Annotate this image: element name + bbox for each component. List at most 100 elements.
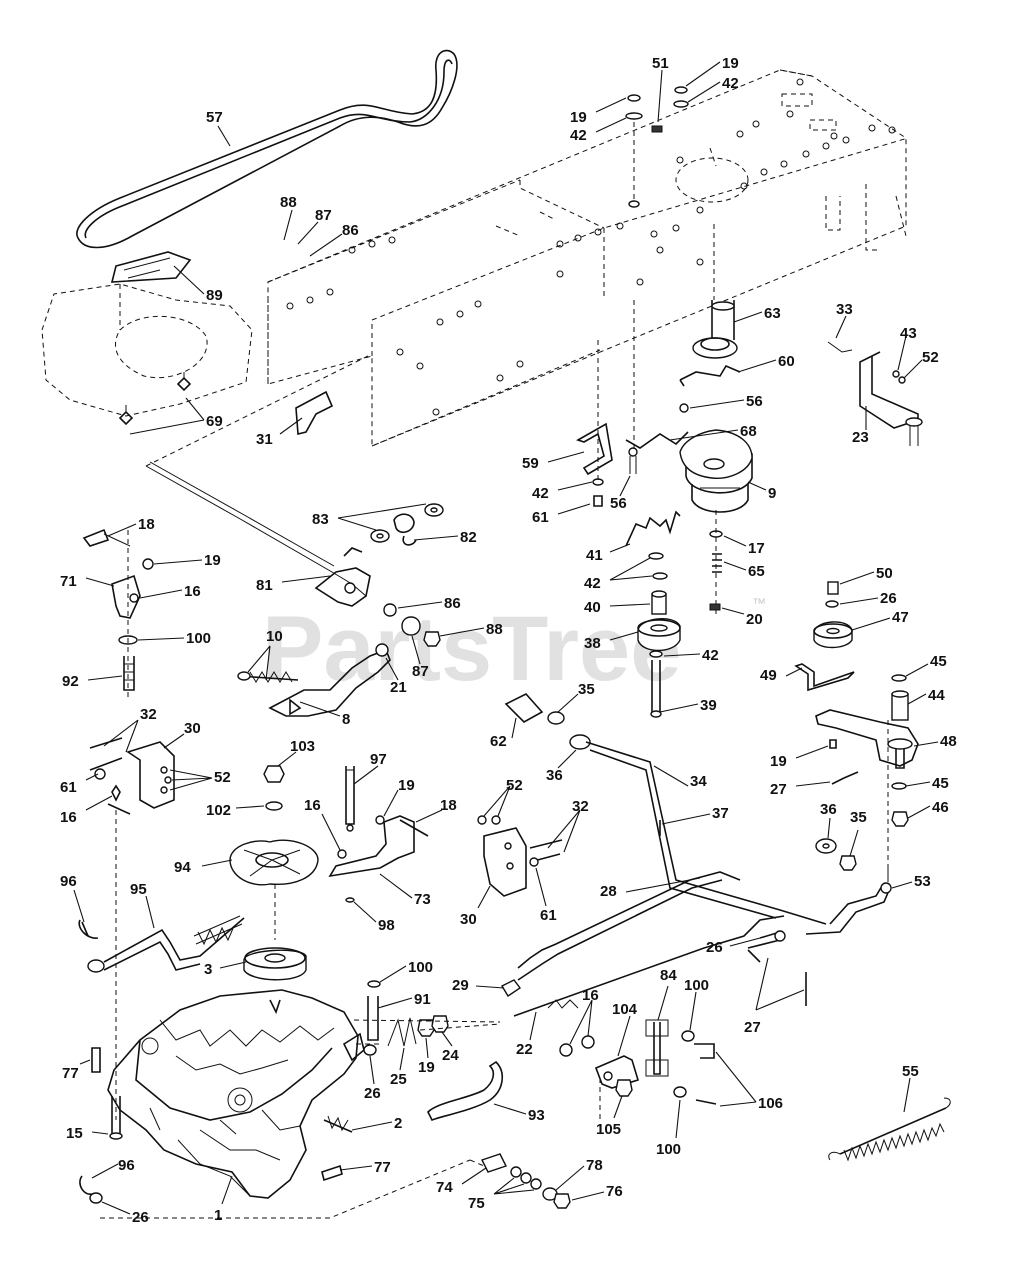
callout-57: 57 — [206, 109, 231, 147]
callout-label-36a: 36 — [546, 767, 563, 784]
callout-label-32a: 32 — [140, 706, 157, 723]
callout-40: 40 — [584, 599, 651, 616]
callout-71: 71 — [60, 573, 115, 590]
callout-label-97: 97 — [370, 751, 387, 768]
callout-label-46: 46 — [932, 799, 949, 816]
callout-93: 93 — [493, 1103, 545, 1124]
callout-label-19a: 19 — [722, 55, 739, 72]
callout-label-17: 17 — [748, 540, 765, 557]
callout-18a: 18 — [107, 516, 155, 537]
callout-label-34: 34 — [690, 773, 707, 790]
callout-label-36b: 36 — [820, 801, 837, 818]
callout-83: 83 — [312, 503, 427, 531]
callout-105: 105 — [596, 1095, 623, 1138]
callout-label-98: 98 — [378, 917, 395, 934]
callout-2: 2 — [351, 1115, 402, 1132]
callout-59: 59 — [522, 451, 585, 472]
callout-label-74: 74 — [436, 1179, 453, 1196]
callout-label-26d: 26 — [132, 1209, 149, 1226]
callout-39: 39 — [659, 697, 717, 714]
callout-103: 103 — [277, 738, 315, 767]
belt-guide — [110, 251, 192, 283]
transaxle-fan — [78, 839, 319, 1073]
callout-label-42c: 42 — [532, 485, 549, 502]
callout-19f: 19 — [418, 1037, 435, 1076]
watermark-text: PartsTree — [262, 598, 681, 700]
callout-69: 69 — [129, 397, 223, 435]
transaxle — [107, 989, 365, 1199]
callout-label-24: 24 — [442, 1047, 459, 1064]
callout-100d: 100 — [656, 1099, 681, 1158]
callout-label-33: 33 — [836, 301, 853, 318]
axle-hardware — [481, 1153, 571, 1209]
callout-label-49: 49 — [760, 667, 777, 684]
callout-88b: 88 — [439, 621, 503, 638]
callout-label-43: 43 — [900, 325, 917, 342]
watermark-trademark: ™ — [752, 595, 766, 611]
callout-42d: 42 — [584, 557, 653, 592]
callout-94: 94 — [174, 859, 233, 876]
callout-label-65: 65 — [748, 563, 765, 580]
callout-34: 34 — [653, 765, 707, 790]
callout-label-22: 22 — [516, 1041, 533, 1058]
callout-106: 106 — [715, 1051, 783, 1112]
callout-label-84: 84 — [660, 967, 677, 984]
callout-24: 24 — [441, 1031, 459, 1064]
idler-pulley-47 — [794, 581, 855, 692]
callout-92: 92 — [62, 673, 123, 690]
callout-16b: 16 — [60, 795, 113, 826]
callout-label-61a: 61 — [532, 509, 549, 526]
callout-label-87b: 87 — [412, 663, 429, 680]
shift-rods — [501, 868, 892, 1017]
callout-65: 65 — [723, 561, 765, 580]
callout-19d: 19 — [770, 745, 829, 770]
callout-16a: 16 — [139, 583, 201, 600]
callout-77a: 77 — [62, 1059, 91, 1082]
callout-48: 48 — [913, 733, 957, 750]
callout-36a: 36 — [546, 749, 577, 784]
callout-label-89: 89 — [206, 287, 223, 304]
callout-label-88b: 88 — [486, 621, 503, 638]
callout-label-10: 10 — [266, 628, 283, 645]
callout-label-26b: 26 — [706, 939, 723, 956]
callout-label-92: 92 — [62, 673, 79, 690]
callout-91: 91 — [377, 991, 431, 1009]
callout-label-42d: 42 — [584, 575, 601, 592]
callout-62: 62 — [490, 717, 517, 750]
callout-label-100b: 100 — [408, 959, 433, 976]
callout-87b: 87 — [411, 635, 429, 680]
callout-100b: 100 — [379, 959, 433, 983]
callout-label-61c: 61 — [540, 907, 557, 924]
callout-28: 28 — [600, 877, 701, 900]
callout-label-29: 29 — [452, 977, 469, 994]
top-fasteners — [625, 86, 689, 208]
callout-22: 22 — [516, 1011, 537, 1058]
callout-label-35b: 35 — [850, 809, 867, 826]
callout-label-1: 1 — [214, 1207, 222, 1224]
callout-label-8: 8 — [342, 711, 350, 728]
callout-label-45a: 45 — [930, 653, 947, 670]
callout-37: 37 — [661, 805, 729, 825]
callout-32a: 32 — [103, 706, 157, 753]
callout-label-32b: 32 — [572, 798, 589, 815]
callout-42c: 42 — [532, 481, 593, 502]
callout-label-103: 103 — [290, 738, 315, 755]
callout-label-62: 62 — [490, 733, 507, 750]
callout-27b: 27 — [744, 957, 805, 1036]
callout-10: 10 — [247, 628, 283, 681]
callout-label-45b: 45 — [932, 775, 949, 792]
idler-arm-48 — [815, 674, 919, 880]
callout-104: 104 — [612, 1001, 638, 1057]
callout-89: 89 — [173, 265, 223, 304]
callout-label-71: 71 — [60, 573, 77, 590]
callout-label-105: 105 — [596, 1121, 621, 1138]
callout-label-27a: 27 — [770, 781, 787, 798]
callout-label-76: 76 — [606, 1183, 623, 1200]
callout-label-100a: 100 — [186, 630, 211, 647]
callout-15: 15 — [66, 1125, 109, 1142]
frame-holes — [286, 78, 896, 416]
left-bracket-59 — [576, 300, 635, 507]
callout-label-19f: 19 — [418, 1059, 435, 1076]
brake-bracket-71 — [82, 528, 154, 700]
callout-label-19b: 19 — [570, 109, 587, 126]
